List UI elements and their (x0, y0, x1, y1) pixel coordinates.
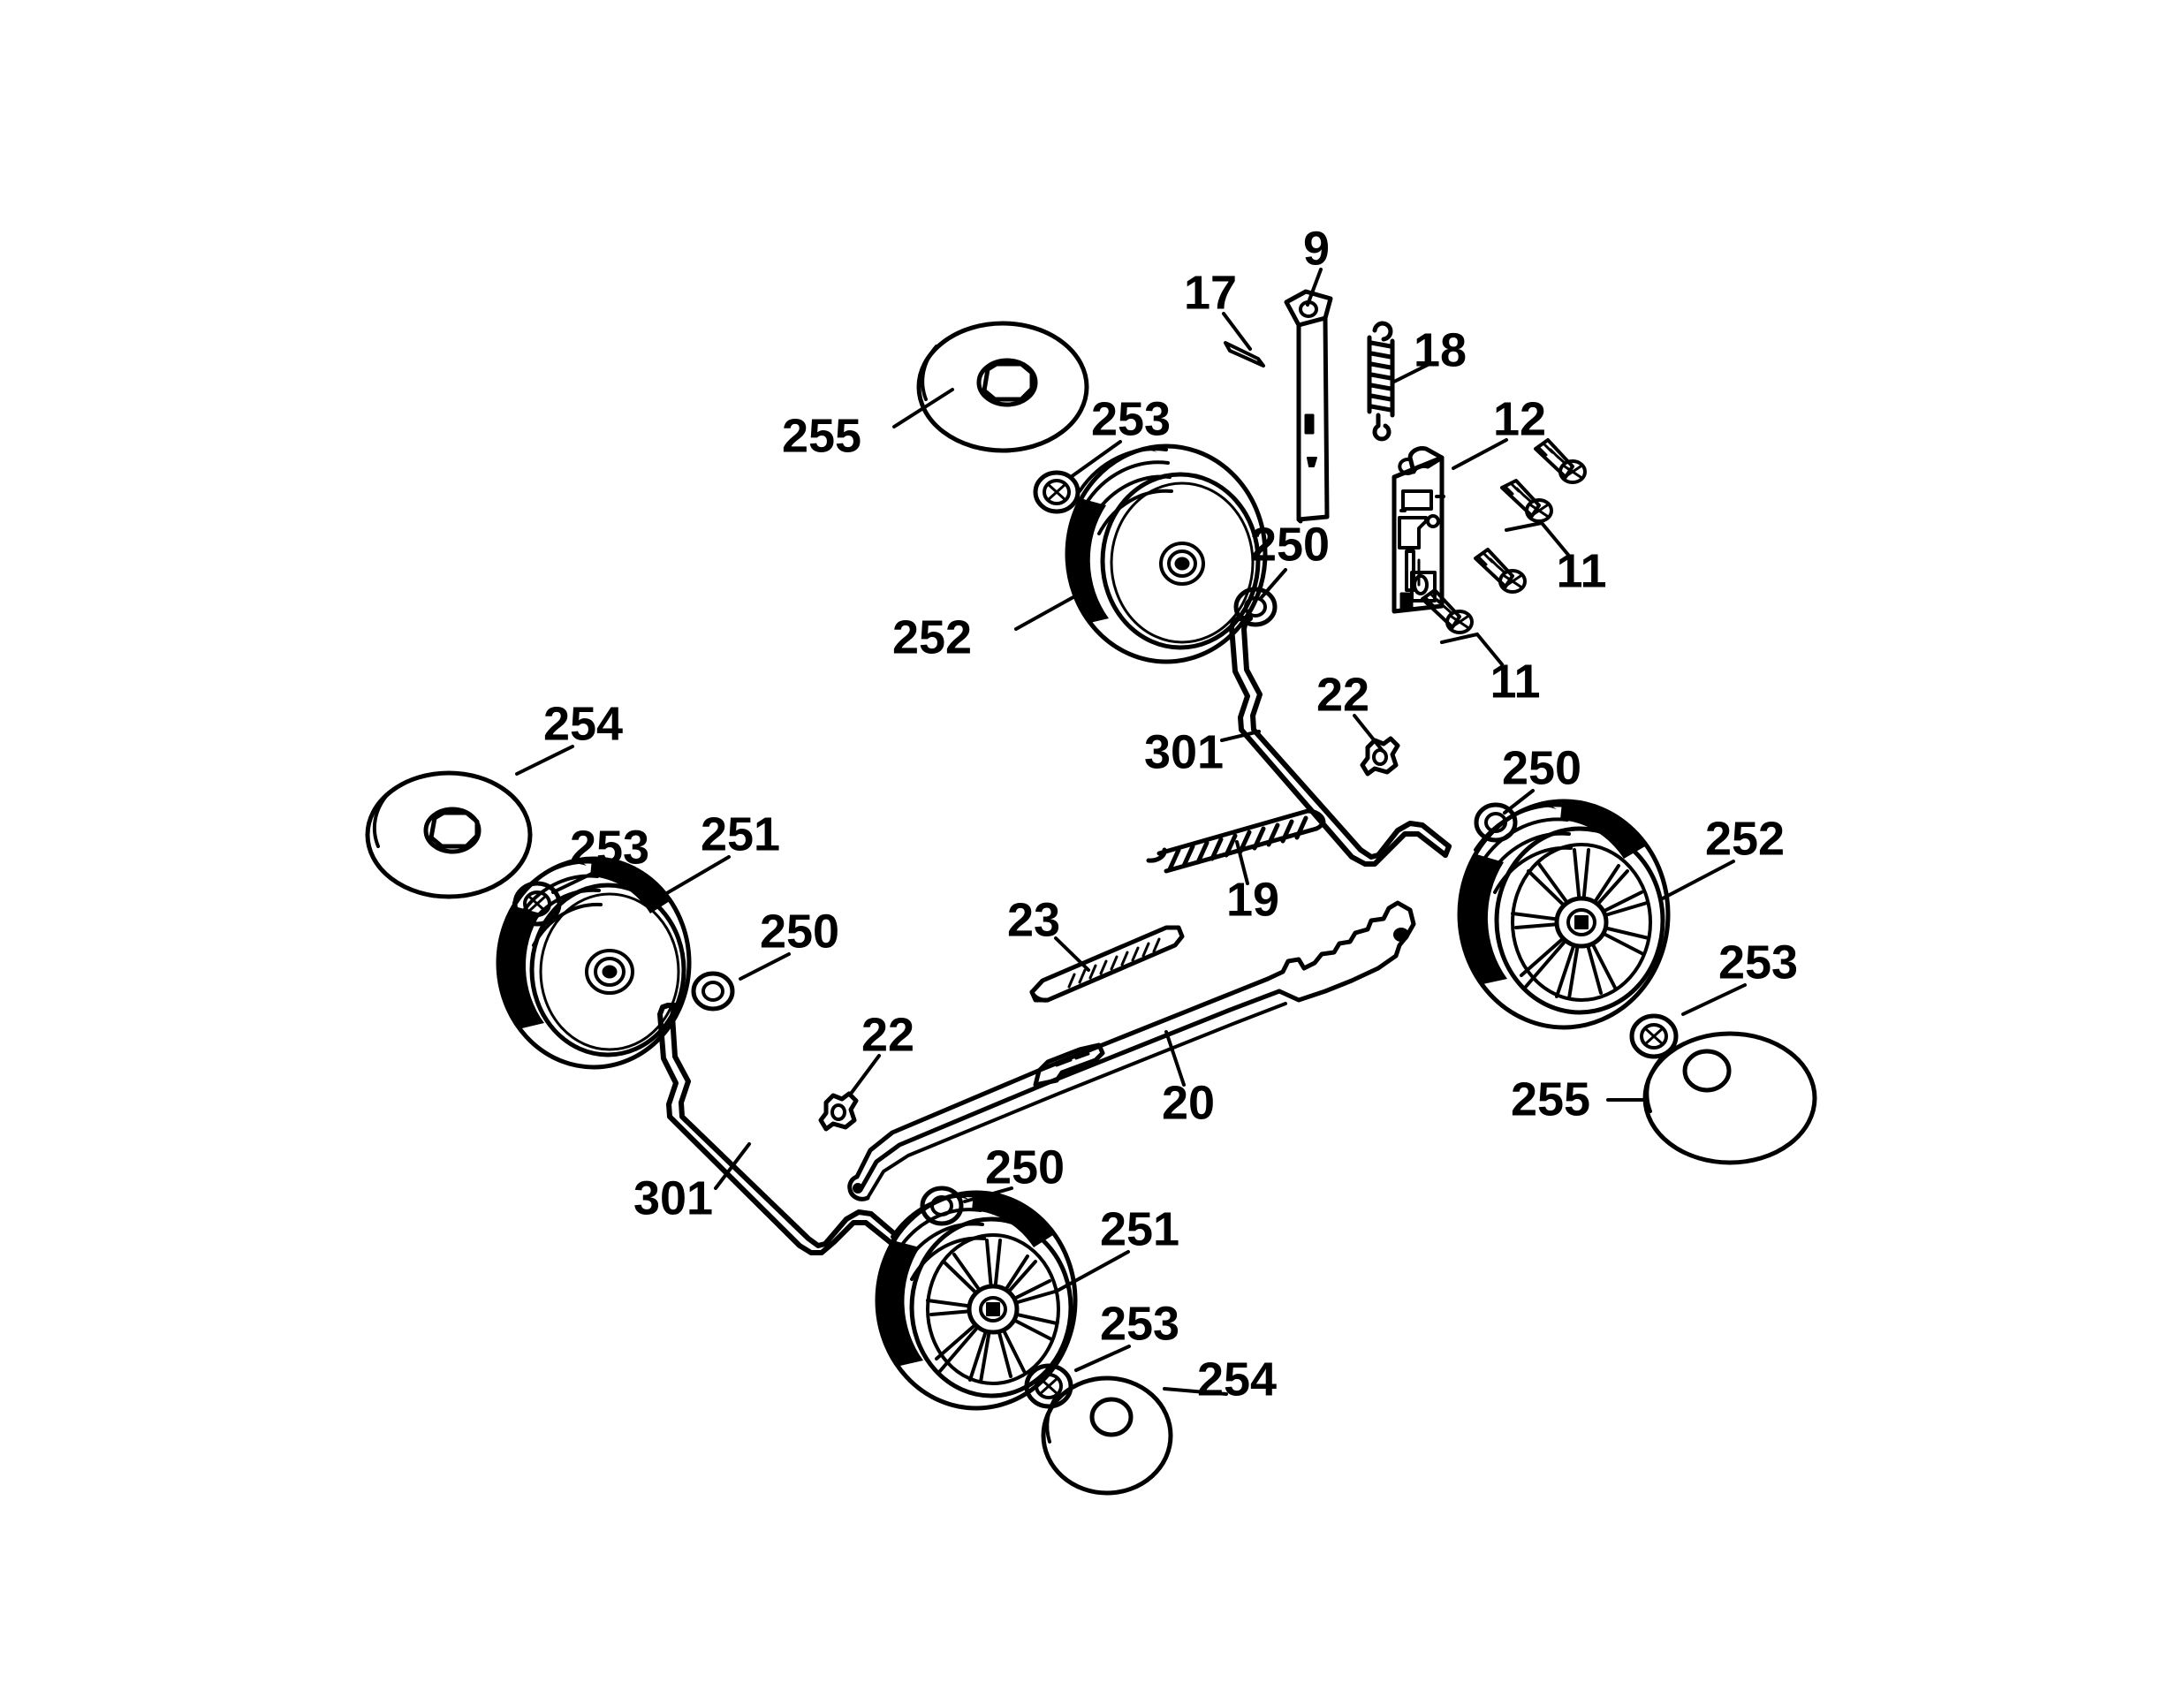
leader-line-wheel-upper-left (1014, 592, 1081, 631)
leader-line-wheel-left (659, 855, 731, 898)
callout-number-hub-cap-bottom[interactable]: 254 (1197, 1353, 1277, 1406)
leader-line-hub-cap-bottom (1163, 1387, 1228, 1396)
part-11-screws (1421, 438, 1587, 634)
callout-number-screws-lower[interactable]: 11 (1490, 655, 1540, 708)
leader-line-axle-rod-upper (1220, 730, 1261, 742)
leader-line-spring-large (1235, 840, 1249, 885)
part-251-wheel-left (496, 856, 692, 1070)
leader-line-screws-lower (1440, 632, 1504, 666)
callout-number-hub-cap-left[interactable]: 254 (543, 697, 623, 750)
callout-number-spring-large[interactable]: 19 (1226, 873, 1279, 926)
leader-line-pin-clip (1222, 312, 1252, 351)
part-253-washer-upper (1033, 470, 1081, 514)
part-254-hub-cap-bottom (1041, 1375, 1173, 1496)
part-23-rod-short (1029, 925, 1185, 1003)
leader-line-rod-short (1054, 936, 1090, 972)
leader-line-spring-small (1392, 362, 1431, 383)
callout-leader-lines (515, 268, 1747, 1396)
part-22-clip-upper (1360, 736, 1400, 777)
part-18-spring-small (1367, 321, 1395, 442)
part-9-height-adjust-lever (1284, 289, 1333, 524)
part-22-clip-lower (818, 1091, 859, 1132)
part-255-hub-cap-upper (916, 321, 1089, 453)
callout-number-axle-rod-upper[interactable]: 301 (1144, 725, 1224, 778)
callout-number-clip-upper[interactable]: 22 (1316, 668, 1369, 721)
leader-line-height-adjust-bar (1164, 1030, 1186, 1087)
part-255-hub-cap-right (1642, 1031, 1817, 1165)
part-250-ring-left (691, 971, 735, 1012)
leader-line-retaining-ring-right (1503, 789, 1535, 815)
callout-number-wheel-upper-left[interactable]: 252 (892, 610, 972, 663)
callout-number-washer-bottom[interactable]: 253 (1100, 1297, 1179, 1350)
part-253-washer-right (1629, 1013, 1679, 1059)
part-250-ring-upper (1233, 587, 1278, 627)
callout-number-rod-short[interactable]: 23 (1007, 893, 1060, 946)
callout-number-axle-rod-lower[interactable]: 301 (633, 1171, 713, 1224)
leader-line-screws-upper (1505, 520, 1570, 557)
callout-number-spring-small[interactable]: 18 (1414, 323, 1467, 376)
leader-line-washer-right (1681, 983, 1747, 1016)
leader-line-retaining-ring-left (739, 952, 791, 981)
callout-number-clip-lower[interactable]: 22 (861, 1008, 914, 1061)
leader-line-wheel-right (1659, 860, 1735, 901)
leader-line-hub-cap-left (515, 745, 574, 776)
callout-number-retaining-ring-upper[interactable]: 250 (1250, 518, 1330, 571)
part-254-hub-cap-left (365, 770, 533, 899)
leader-line-washer-left (551, 868, 601, 894)
callout-number-screws-upper[interactable]: 11 (1556, 544, 1606, 597)
part-17-pin (1224, 341, 1265, 368)
callout-number-pin-clip[interactable]: 17 (1184, 266, 1237, 319)
leader-line-retaling-ring-bottom (963, 1186, 1013, 1203)
callout-number-wheel-right[interactable]: 252 (1705, 812, 1785, 865)
part-252-wheel-right (1457, 799, 1671, 1030)
leader-line-mounting-bracket (1452, 438, 1508, 470)
callout-number-washer-right[interactable]: 253 (1718, 936, 1798, 989)
callout-number-wheel-left[interactable]: 251 (701, 807, 780, 860)
callout-number-hub-cap-upper-left[interactable]: 255 (782, 409, 861, 462)
leader-line-clip-upper (1353, 714, 1384, 753)
callout-number-washer-left[interactable]: 253 (570, 821, 649, 874)
part-19-spring-large (1146, 808, 1326, 874)
callout-labels: 255 253 252 250 9 17 18 12 11 11 22 301 250 252 253 255… (543, 222, 1798, 1406)
leader-line-wheel-bottom (1054, 1250, 1130, 1293)
callout-number-retaling-ring-bottom[interactable]: 250 (985, 1141, 1065, 1194)
callout-number-height-adjust-lever[interactable]: 9 (1303, 222, 1330, 275)
callout-number-wheel-bottom[interactable]: 251 (1100, 1202, 1179, 1255)
callout-number-height-adjust-bar[interactable]: 20 (1162, 1076, 1215, 1129)
part-12-mounting-bracket (1392, 446, 1445, 614)
leader-line-axle-rod-lower (714, 1142, 751, 1190)
leader-line-hub-cap-upper-left (892, 388, 954, 428)
leader-line-height-adjust-lever (1306, 268, 1323, 307)
callout-number-mounting-bracket[interactable]: 12 (1493, 392, 1546, 445)
leader-line-retaining-ring-upper (1260, 568, 1287, 599)
callout-number-retaining-ring-right[interactable]: 250 (1502, 741, 1581, 794)
leader-line-washer-upper-left (1069, 440, 1122, 479)
leader-line-clip-lower (849, 1054, 881, 1095)
callout-number-hub-cap-right[interactable]: 255 (1511, 1072, 1590, 1125)
part-301-axle-rod-upper (1229, 616, 1452, 867)
part-252-wheel-upper (1065, 443, 1268, 664)
callout-number-retaining-ring-left[interactable]: 250 (760, 905, 839, 958)
callout-number-washer-upper-left[interactable]: 253 (1091, 392, 1171, 445)
leader-line-washer-bottom (1074, 1345, 1131, 1372)
part-20-height-adjust-bar (847, 900, 1416, 1201)
